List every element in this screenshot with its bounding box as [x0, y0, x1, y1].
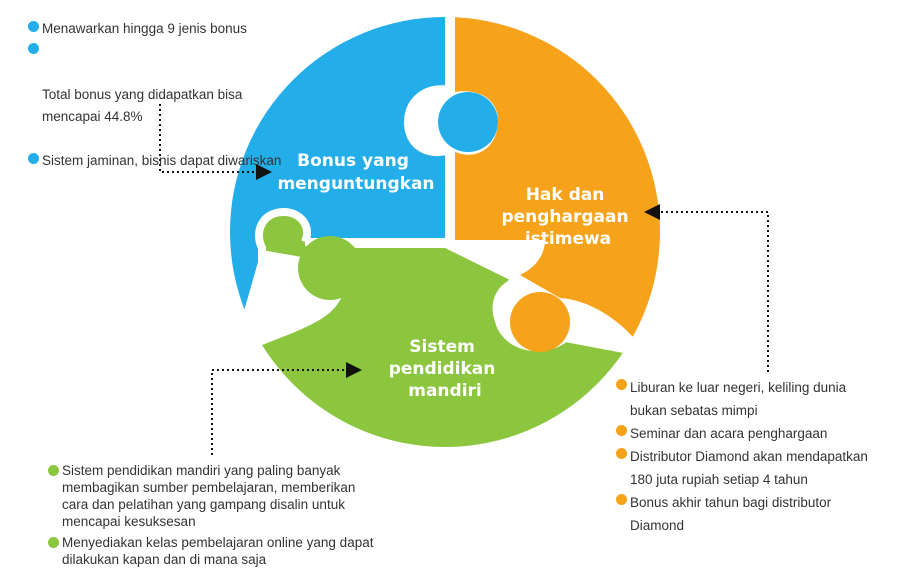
notes-penghargaan: Liburan ke luar negeri, keliling dunia b…	[616, 376, 900, 537]
bullet-icon	[616, 425, 627, 436]
list-item: Sistem jaminan, bisnis dapat diwariskan	[28, 150, 318, 172]
label-orange: Hak dan penghargaan istimewa	[501, 185, 634, 249]
list-item: Bonus akhir tahun bagi distributor Diamo…	[616, 491, 900, 537]
notes-bonus: Menawarkan hingga 9 jenis bonus Total bo…	[28, 18, 318, 172]
bullet-icon	[616, 494, 627, 505]
list-item: Liburan ke luar negeri, keliling dunia b…	[616, 376, 900, 422]
connector-orange	[644, 204, 769, 372]
connector-blue	[159, 104, 272, 180]
bullet-icon	[616, 379, 627, 390]
list-item: Seminar dan acara penghargaan	[616, 422, 900, 445]
list-item: Sistem pendidikan mandiri yang paling ba…	[48, 462, 428, 530]
list-item: Menawarkan hingga 9 jenis bonus	[28, 18, 318, 40]
knob-orange	[510, 292, 570, 352]
connector-green	[211, 362, 362, 455]
label-blue: Bonus yang menguntungkan	[277, 151, 434, 194]
knob-blue	[438, 92, 498, 152]
bullet-icon	[28, 43, 39, 54]
bullet-icon	[48, 465, 59, 476]
list-item: Distributor Diamond akan mendapatkan 180…	[616, 445, 900, 491]
bullet-icon	[28, 153, 39, 164]
list-item: Menyediakan kelas pembelajaran online ya…	[48, 534, 428, 568]
list-item: Total bonus yang didapatkan bisa mencapa…	[28, 40, 318, 150]
bullet-icon	[28, 21, 39, 32]
bullet-icon	[616, 448, 627, 459]
knob-green	[298, 236, 362, 300]
bullet-icon	[48, 537, 59, 548]
notes-pendidikan: Sistem pendidikan mandiri yang paling ba…	[48, 462, 428, 572]
label-green: Sistem pendidikan mandiri	[389, 337, 502, 401]
